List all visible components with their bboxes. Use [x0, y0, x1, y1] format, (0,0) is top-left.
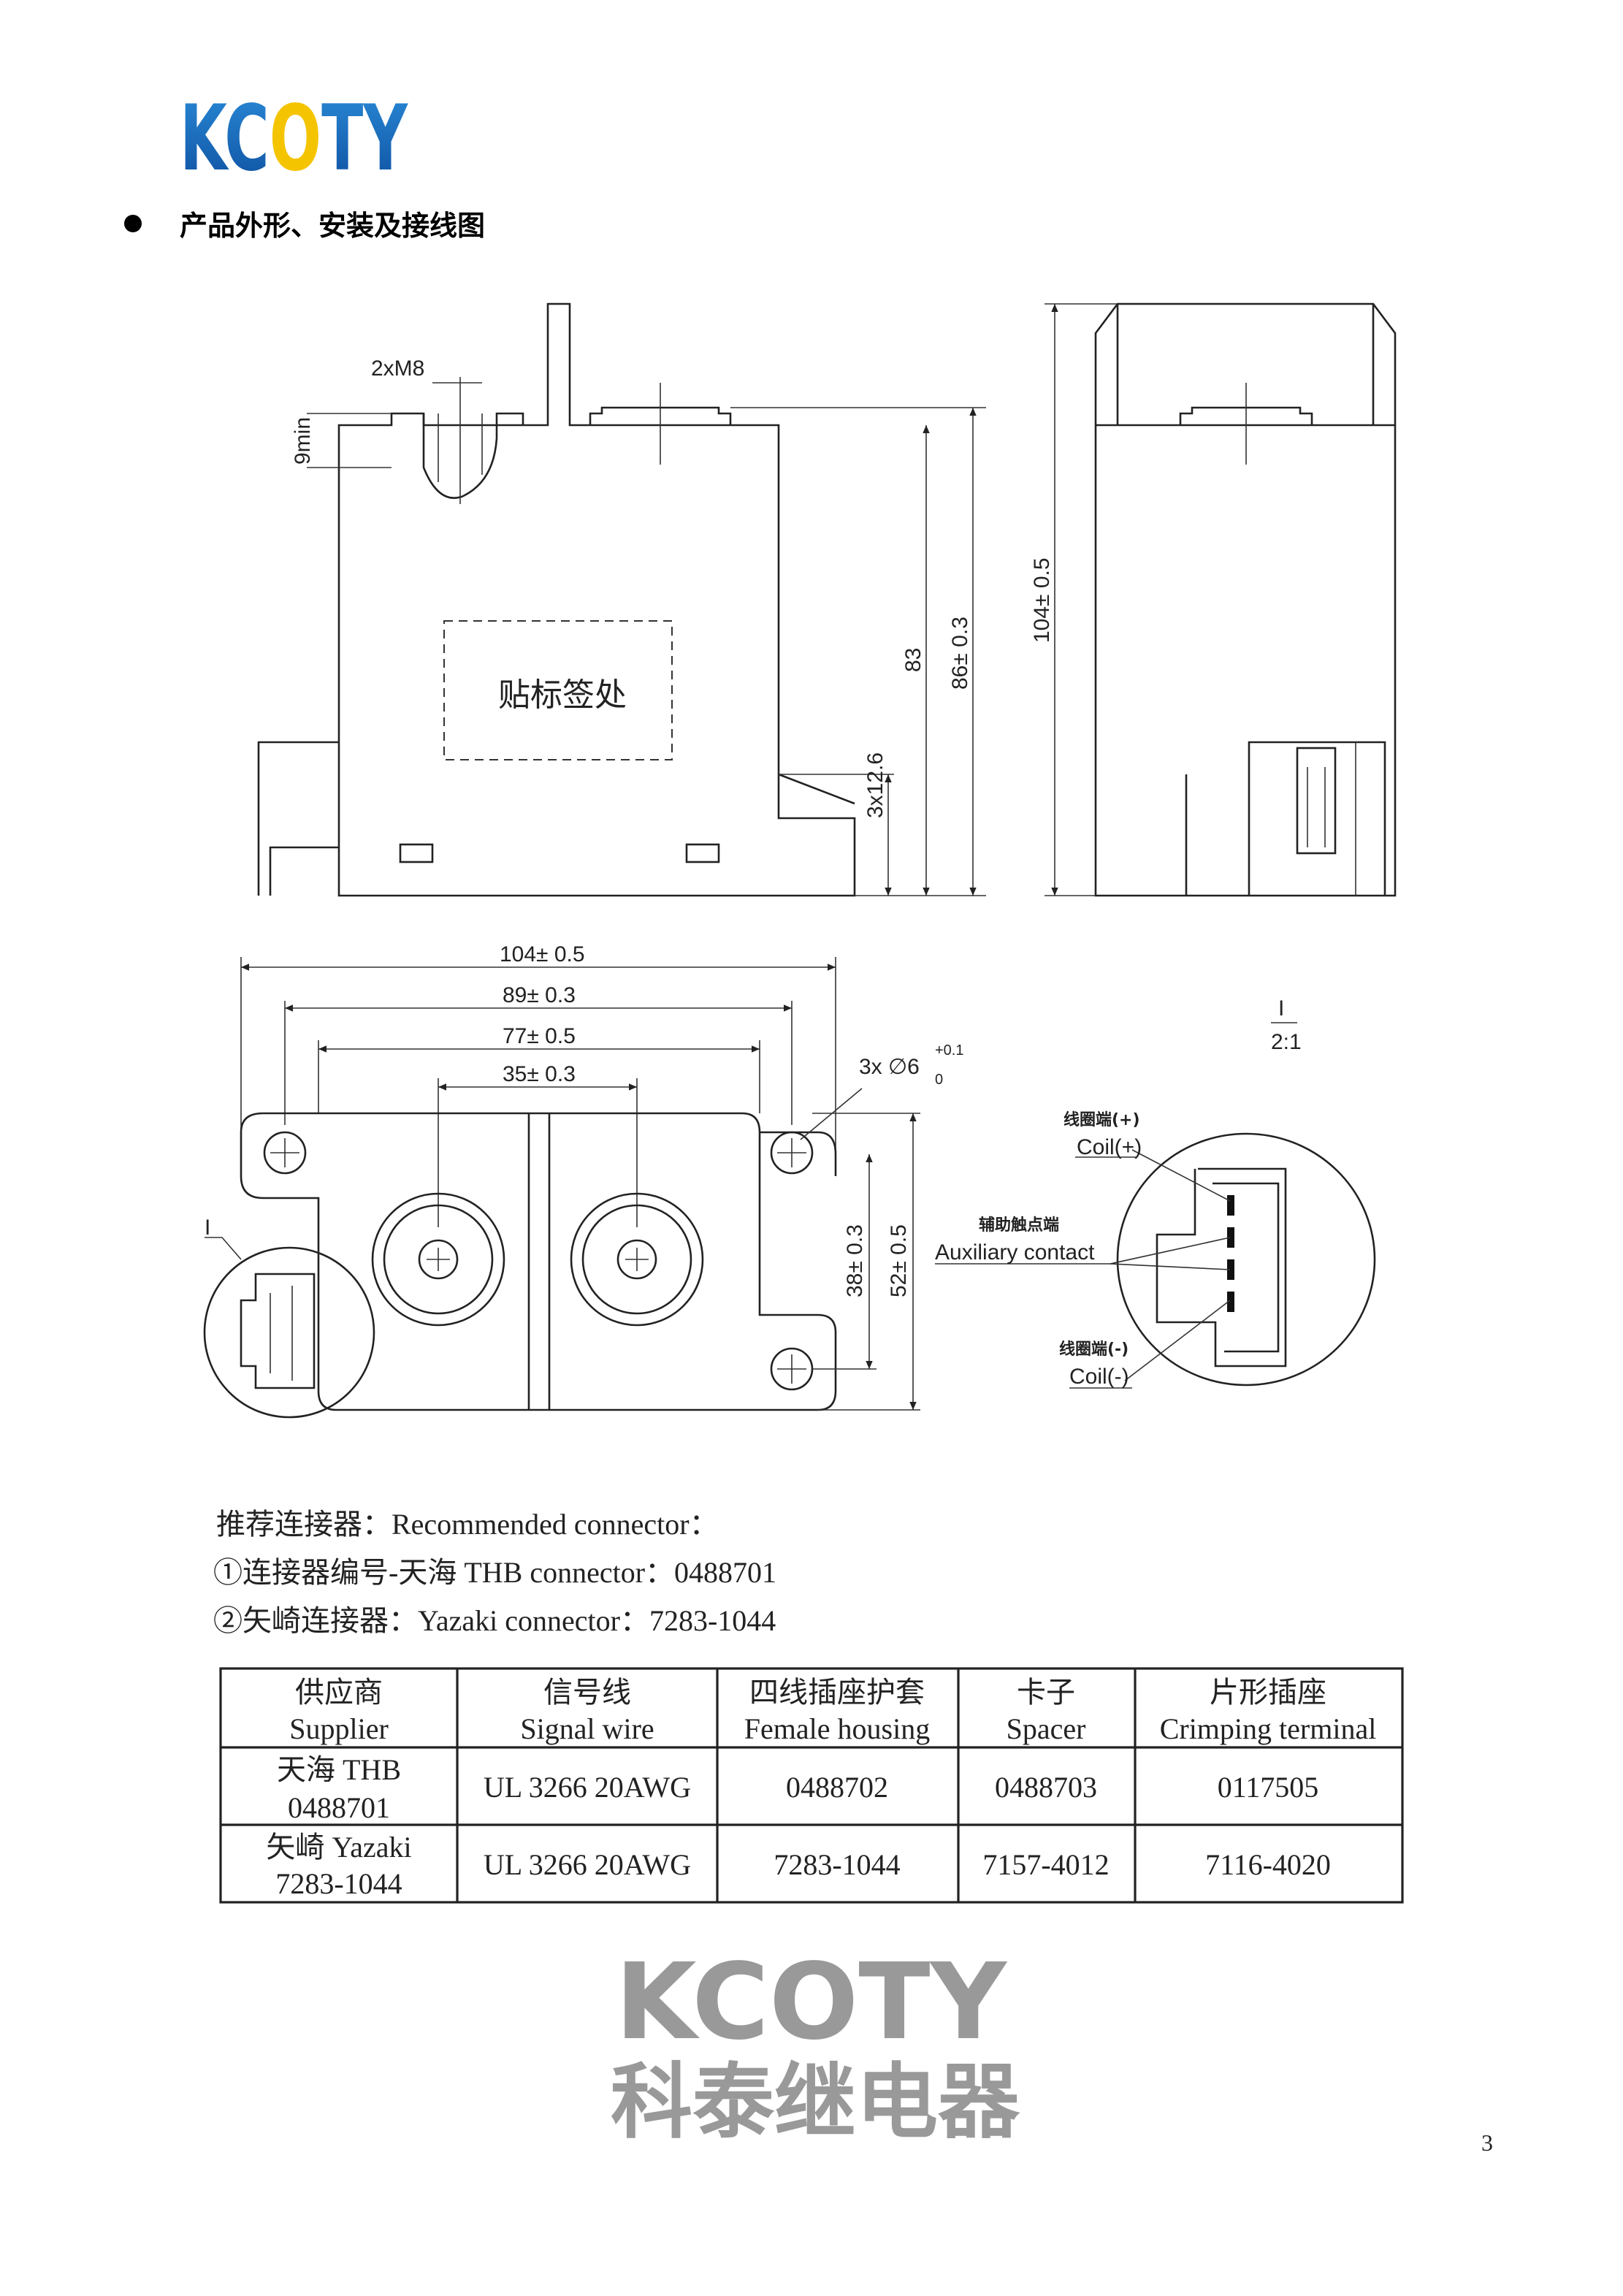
- dim-35-label: 35± 0.3: [503, 1062, 576, 1086]
- detail-mark: I: [1278, 996, 1284, 1021]
- dim-104-label: 104± 0.5: [500, 942, 585, 966]
- detail-scale: 2:1: [1271, 1030, 1302, 1054]
- header-cell: 片形插座: [1210, 1676, 1326, 1709]
- header-cell: 卡子: [1017, 1676, 1075, 1709]
- bullet-icon: [124, 215, 142, 232]
- coil-plus-label: Coil(+): [1077, 1135, 1142, 1159]
- table-cell: 天海 THB: [277, 1753, 401, 1786]
- header-cell: Spacer: [1007, 1712, 1086, 1745]
- watermark-name: 科泰继电器: [611, 2055, 1020, 2150]
- aux-label: Auxiliary contact: [935, 1240, 1095, 1265]
- thread-label: 2xM8: [371, 356, 424, 381]
- watermark-brand: KCOTY: [615, 1940, 1007, 2063]
- header-cell: 四线插座护套: [749, 1676, 925, 1709]
- connector-line-3: ②矢崎连接器：Yazaki connector：7283-1044: [213, 1604, 776, 1637]
- detail-mark-label: I: [205, 1216, 210, 1240]
- front-view-drawing: 贴标签处 2xM8 9min 3x12.6 83 86± 0.3: [257, 302, 986, 897]
- section-title: 产品外形、安装及接线图: [180, 210, 485, 242]
- table-cell: UL 3266 20AWG: [484, 1848, 691, 1881]
- table-cell: 0117505: [1218, 1771, 1319, 1804]
- header-cell: Signal wire: [520, 1712, 654, 1745]
- label-area-text: 贴标签处: [498, 676, 627, 714]
- table-cell: 7283-1044: [275, 1867, 402, 1900]
- connector-detail-drawing: I 2:1 线圈端(+) Coil(+) 辅助触点端 Auxiliary con…: [935, 996, 1376, 1389]
- bottom-view-drawing: 104± 0.5 89± 0.3 77± 0.5 35± 0.3 3x ∅6 +…: [203, 942, 963, 1419]
- connector-line-2: ①连接器编号-天海 THB connector：0488701: [213, 1556, 776, 1589]
- dim-38-label: 38± 0.3: [843, 1224, 867, 1297]
- label-area: [443, 620, 673, 760]
- holes-label: 3x ∅6: [859, 1055, 920, 1079]
- hole-tol-lower: 0: [935, 1072, 943, 1088]
- table-cell: 7157-4012: [982, 1848, 1109, 1881]
- dim-83-label: 83: [901, 648, 925, 672]
- header-cell: Crimping terminal: [1160, 1712, 1377, 1745]
- coil-plus-cn-label: 线圈端(+): [1063, 1110, 1140, 1129]
- kcoty-logo: KCOTY: [180, 86, 408, 191]
- header-cell: 供应商: [295, 1676, 383, 1709]
- dim-86-label: 86± 0.3: [948, 617, 972, 690]
- dim-89-label: 89± 0.3: [503, 983, 576, 1007]
- header-cell: 信号线: [543, 1676, 631, 1709]
- coil-minus-label: Coil(-): [1069, 1365, 1129, 1389]
- table-cell: 0488702: [786, 1771, 888, 1804]
- dim-pins-label: 3x12.6: [863, 752, 887, 818]
- dim-52-label: 52± 0.5: [887, 1224, 911, 1297]
- aux-cn-label: 辅助触点端: [979, 1216, 1059, 1235]
- table-cell: 7116-4020: [1205, 1848, 1331, 1881]
- side-height-label: 104± 0.5: [1030, 557, 1054, 643]
- connector-line-1: 推荐连接器：Recommended connector：: [216, 1508, 719, 1541]
- page-number: 3: [1481, 2129, 1493, 2156]
- table-cell: 7283-1044: [774, 1848, 900, 1881]
- min-depth-label: 9min: [291, 417, 315, 465]
- svg-text:KCOTY: KCOTY: [180, 86, 408, 191]
- table-cell: 矢崎 Yazaki: [266, 1831, 411, 1864]
- side-view-drawing: 104± 0.5: [1030, 302, 1397, 897]
- hole-tol-upper: +0.1: [935, 1042, 963, 1059]
- header-cell: Female housing: [744, 1712, 930, 1745]
- table-row: 天海 THB 0488701 UL 3266 20AWG 0488702 0488…: [277, 1753, 1318, 1824]
- header-cell: Supplier: [289, 1712, 389, 1745]
- dim-77-label: 77± 0.5: [503, 1024, 576, 1048]
- table-cell: 0488701: [288, 1791, 390, 1824]
- table-cell: UL 3266 20AWG: [484, 1771, 691, 1804]
- table-cell: 0488703: [995, 1771, 1097, 1804]
- coil-minus-cn-label: 线圈端(-): [1059, 1340, 1129, 1359]
